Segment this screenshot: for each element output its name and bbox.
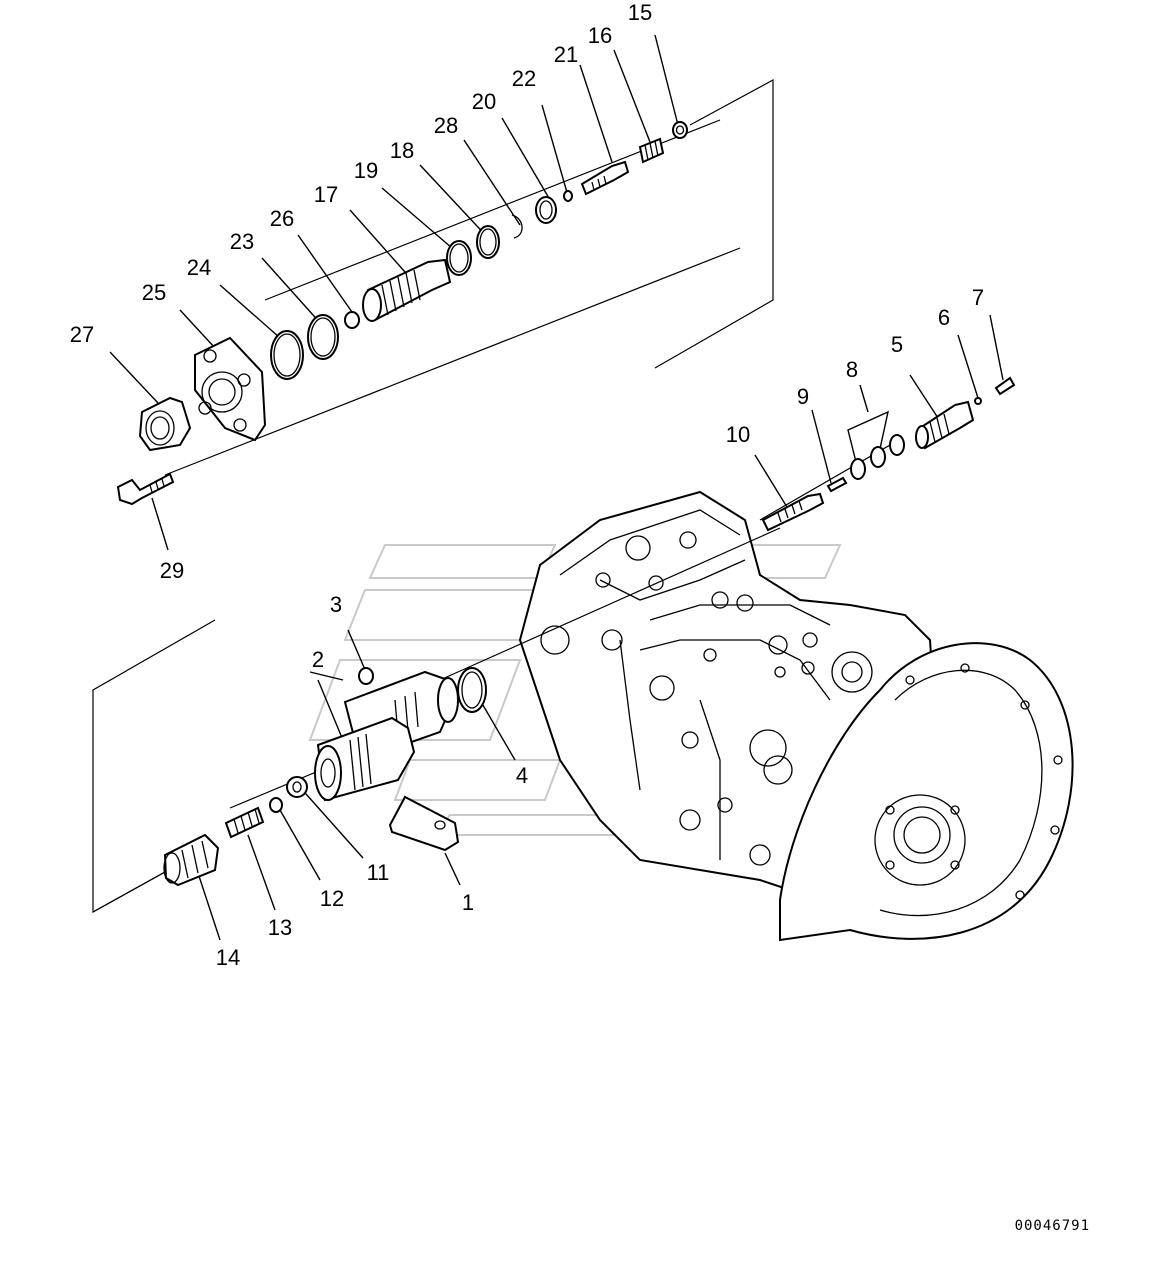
- part-8-ring-b: [870, 446, 886, 468]
- callout-14: 14: [216, 945, 240, 970]
- callout-5: 5: [891, 332, 903, 357]
- part-12-ball: [269, 797, 283, 813]
- part-28-snap-ring: [511, 214, 523, 239]
- callout-7: 7: [972, 285, 984, 310]
- part-22-ball: [563, 190, 573, 202]
- callout-18: 18: [390, 138, 414, 163]
- callout-3: 3: [330, 592, 342, 617]
- upper-valve-parts: [116, 121, 688, 506]
- callout-1: 1: [462, 890, 474, 915]
- part-19-o-ring: [446, 240, 472, 276]
- part-6-ball: [974, 397, 982, 405]
- part-27-nut: [138, 396, 192, 452]
- part-17-sleeve: [362, 258, 452, 322]
- part-8-ring-c: [850, 458, 866, 480]
- part-1-block: [388, 795, 460, 852]
- callout-17: 17: [314, 182, 338, 207]
- lower-group-frame: [92, 619, 216, 914]
- callout-28: 28: [434, 113, 458, 138]
- part-15-plug: [672, 121, 688, 139]
- part-14-spring: [163, 833, 220, 887]
- part-16-spring: [638, 137, 665, 164]
- part-29-bolt: [116, 472, 175, 506]
- part-8-ring-a: [889, 434, 905, 456]
- part-7-plug: [994, 376, 1016, 396]
- callout-27: 27: [70, 322, 94, 347]
- flywheel-housing: [779, 642, 1074, 942]
- part-11-seat: [286, 776, 308, 798]
- callout-6: 6: [938, 305, 950, 330]
- callout-4: 4: [516, 763, 528, 788]
- callout-labels: 1 2 3 4 5 6 7 8 9 10 11 12 13 14 15 16 1…: [70, 0, 984, 970]
- callout-9: 9: [797, 384, 809, 409]
- part-24-o-ring: [270, 330, 304, 380]
- callout-19: 19: [354, 158, 378, 183]
- callout-13: 13: [268, 915, 292, 940]
- document-number: 00046791: [1015, 1218, 1090, 1234]
- part-3-plug: [358, 667, 374, 685]
- part-26-nut: [344, 311, 360, 329]
- callout-23: 23: [230, 229, 254, 254]
- callout-29: 29: [160, 558, 184, 583]
- callout-20: 20: [472, 89, 496, 114]
- callout-15: 15: [628, 0, 652, 25]
- leader-lines: [109, 34, 1004, 941]
- part-20-ring: [535, 196, 557, 224]
- callout-16: 16: [588, 23, 612, 48]
- callout-12: 12: [320, 886, 344, 911]
- part-5-valve: [915, 400, 975, 450]
- part-10-spool: [761, 492, 825, 532]
- upper-group-frame: [654, 78, 774, 369]
- callout-8: 8: [846, 357, 858, 382]
- callout-25: 25: [142, 280, 166, 305]
- callout-22: 22: [512, 66, 536, 91]
- callout-11: 11: [367, 860, 390, 885]
- part-9-pin: [826, 476, 848, 493]
- right-valve-parts: [761, 376, 1016, 532]
- callout-2: 2: [312, 647, 324, 672]
- part-23-o-ring: [307, 314, 339, 360]
- part-21-spool: [580, 160, 630, 196]
- part-25-flange: [194, 336, 267, 442]
- callout-10: 10: [726, 422, 750, 447]
- callout-21: 21: [554, 42, 578, 67]
- lower-parts: [163, 667, 487, 887]
- part-18-o-ring: [476, 225, 500, 259]
- callout-26: 26: [270, 206, 294, 231]
- part-4-o-ring: [457, 667, 487, 713]
- part-13-spring: [224, 806, 265, 839]
- callout-24: 24: [187, 255, 211, 280]
- part-2-sleeve: [314, 716, 416, 802]
